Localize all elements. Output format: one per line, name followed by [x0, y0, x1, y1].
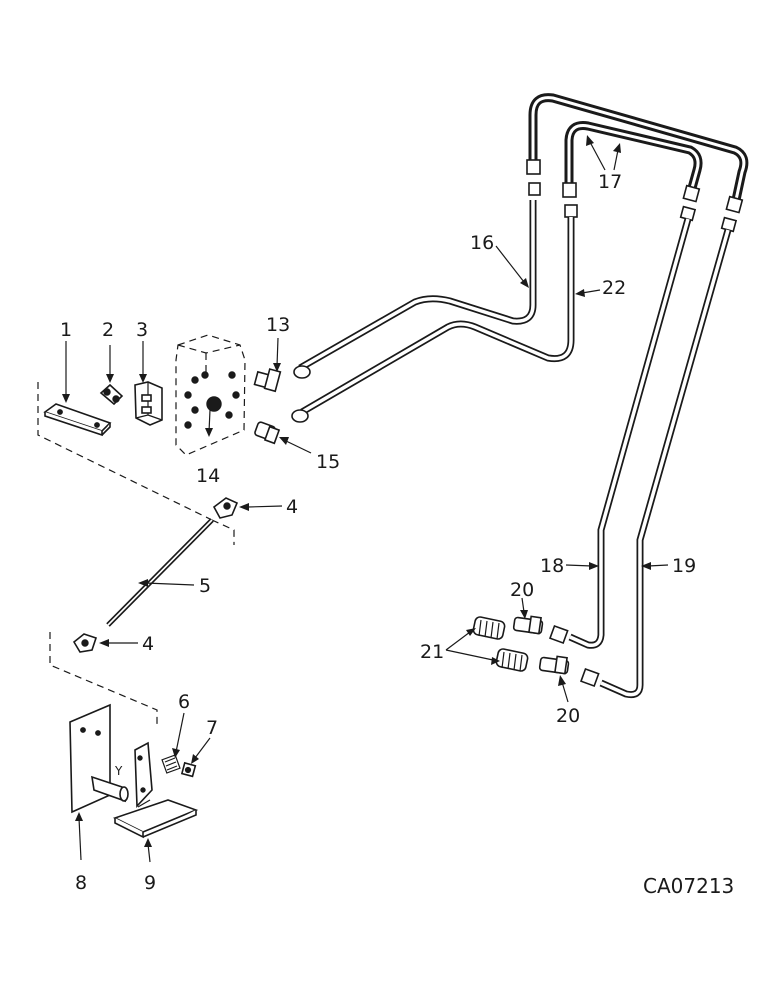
callout-1: 1 — [60, 319, 72, 341]
callout-3: 3 — [136, 319, 148, 341]
callout-13: 13 — [266, 314, 290, 336]
hose-17-outer — [528, 93, 749, 205]
callout-18: 18 — [540, 555, 564, 577]
part-21-coupler-lower — [495, 648, 529, 672]
part-4-clevis-upper — [211, 497, 283, 545]
part-13-elbow-fitting — [253, 337, 282, 393]
tube-18 — [568, 218, 692, 649]
part-20-adapter-lower — [538, 655, 570, 675]
callout-5: 5 — [199, 575, 211, 597]
callout-21: 21 — [420, 641, 444, 663]
callout-2: 2 — [102, 319, 114, 341]
callout-7: 7 — [206, 717, 218, 739]
part-14-spool-end — [205, 396, 222, 437]
callout-20-lower: 20 — [556, 705, 580, 727]
part-7-nut — [180, 737, 211, 778]
part-4-clevis-lower — [49, 632, 158, 725]
callout-8: 8 — [75, 872, 87, 894]
part-8-pedal-bracket: Y — [69, 703, 129, 861]
callout-4-upper: 4 — [286, 496, 298, 518]
callout-14: 14 — [196, 465, 220, 487]
tube-16 — [293, 200, 537, 379]
part-6-spring — [161, 712, 185, 774]
part-2-link — [99, 345, 124, 406]
tube-19 — [599, 229, 732, 699]
hose-17-inner — [564, 121, 703, 193]
callout-9: 9 — [144, 872, 156, 894]
callout-labels: 1 2 3 4 4 5 6 7 8 9 13 14 15 16 17 18 19… — [60, 171, 696, 894]
callout-20-upper: 20 — [510, 579, 534, 601]
tube-22 — [291, 217, 575, 423]
part-1-plate — [37, 341, 213, 521]
callout-6: 6 — [178, 691, 190, 713]
tube-end-fittings — [549, 624, 600, 687]
callout-19: 19 — [672, 555, 696, 577]
part-21-coupler-upper — [472, 616, 506, 640]
drawing-code: CA07213 — [643, 874, 734, 898]
valve-block — [175, 334, 246, 456]
callout-15: 15 — [316, 451, 340, 473]
callout-22: 22 — [602, 277, 626, 299]
part-15-elbow-fitting — [254, 421, 312, 454]
callout-16: 16 — [470, 232, 494, 254]
hose-fittings — [526, 159, 744, 233]
leaders-right — [445, 135, 669, 703]
part-3-bracket — [134, 341, 163, 426]
callout-17: 17 — [598, 171, 622, 193]
svg-text:Y: Y — [114, 764, 123, 778]
part-9-pedal — [112, 741, 199, 863]
part-20-adapter-upper — [512, 615, 544, 635]
part-5-rod — [106, 518, 214, 627]
callout-4-lower: 4 — [142, 633, 154, 655]
